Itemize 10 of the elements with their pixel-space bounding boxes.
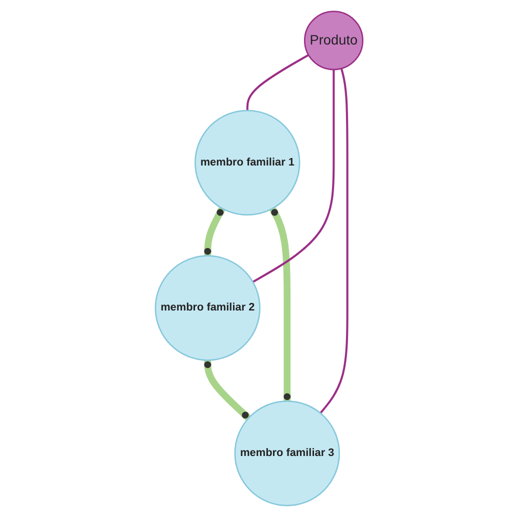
connector: [270, 206, 292, 402]
node-circle: Produto: [304, 10, 364, 70]
connector: [204, 206, 226, 256]
connector: [204, 360, 252, 421]
node-circle: membro familiar 1: [194, 110, 301, 216]
node-circle: membro familiar 2: [155, 255, 261, 361]
connector: [246, 54, 310, 111]
node-circle: membro familiar 3: [234, 400, 340, 506]
connector: [320, 68, 349, 414]
connector: [252, 70, 336, 283]
